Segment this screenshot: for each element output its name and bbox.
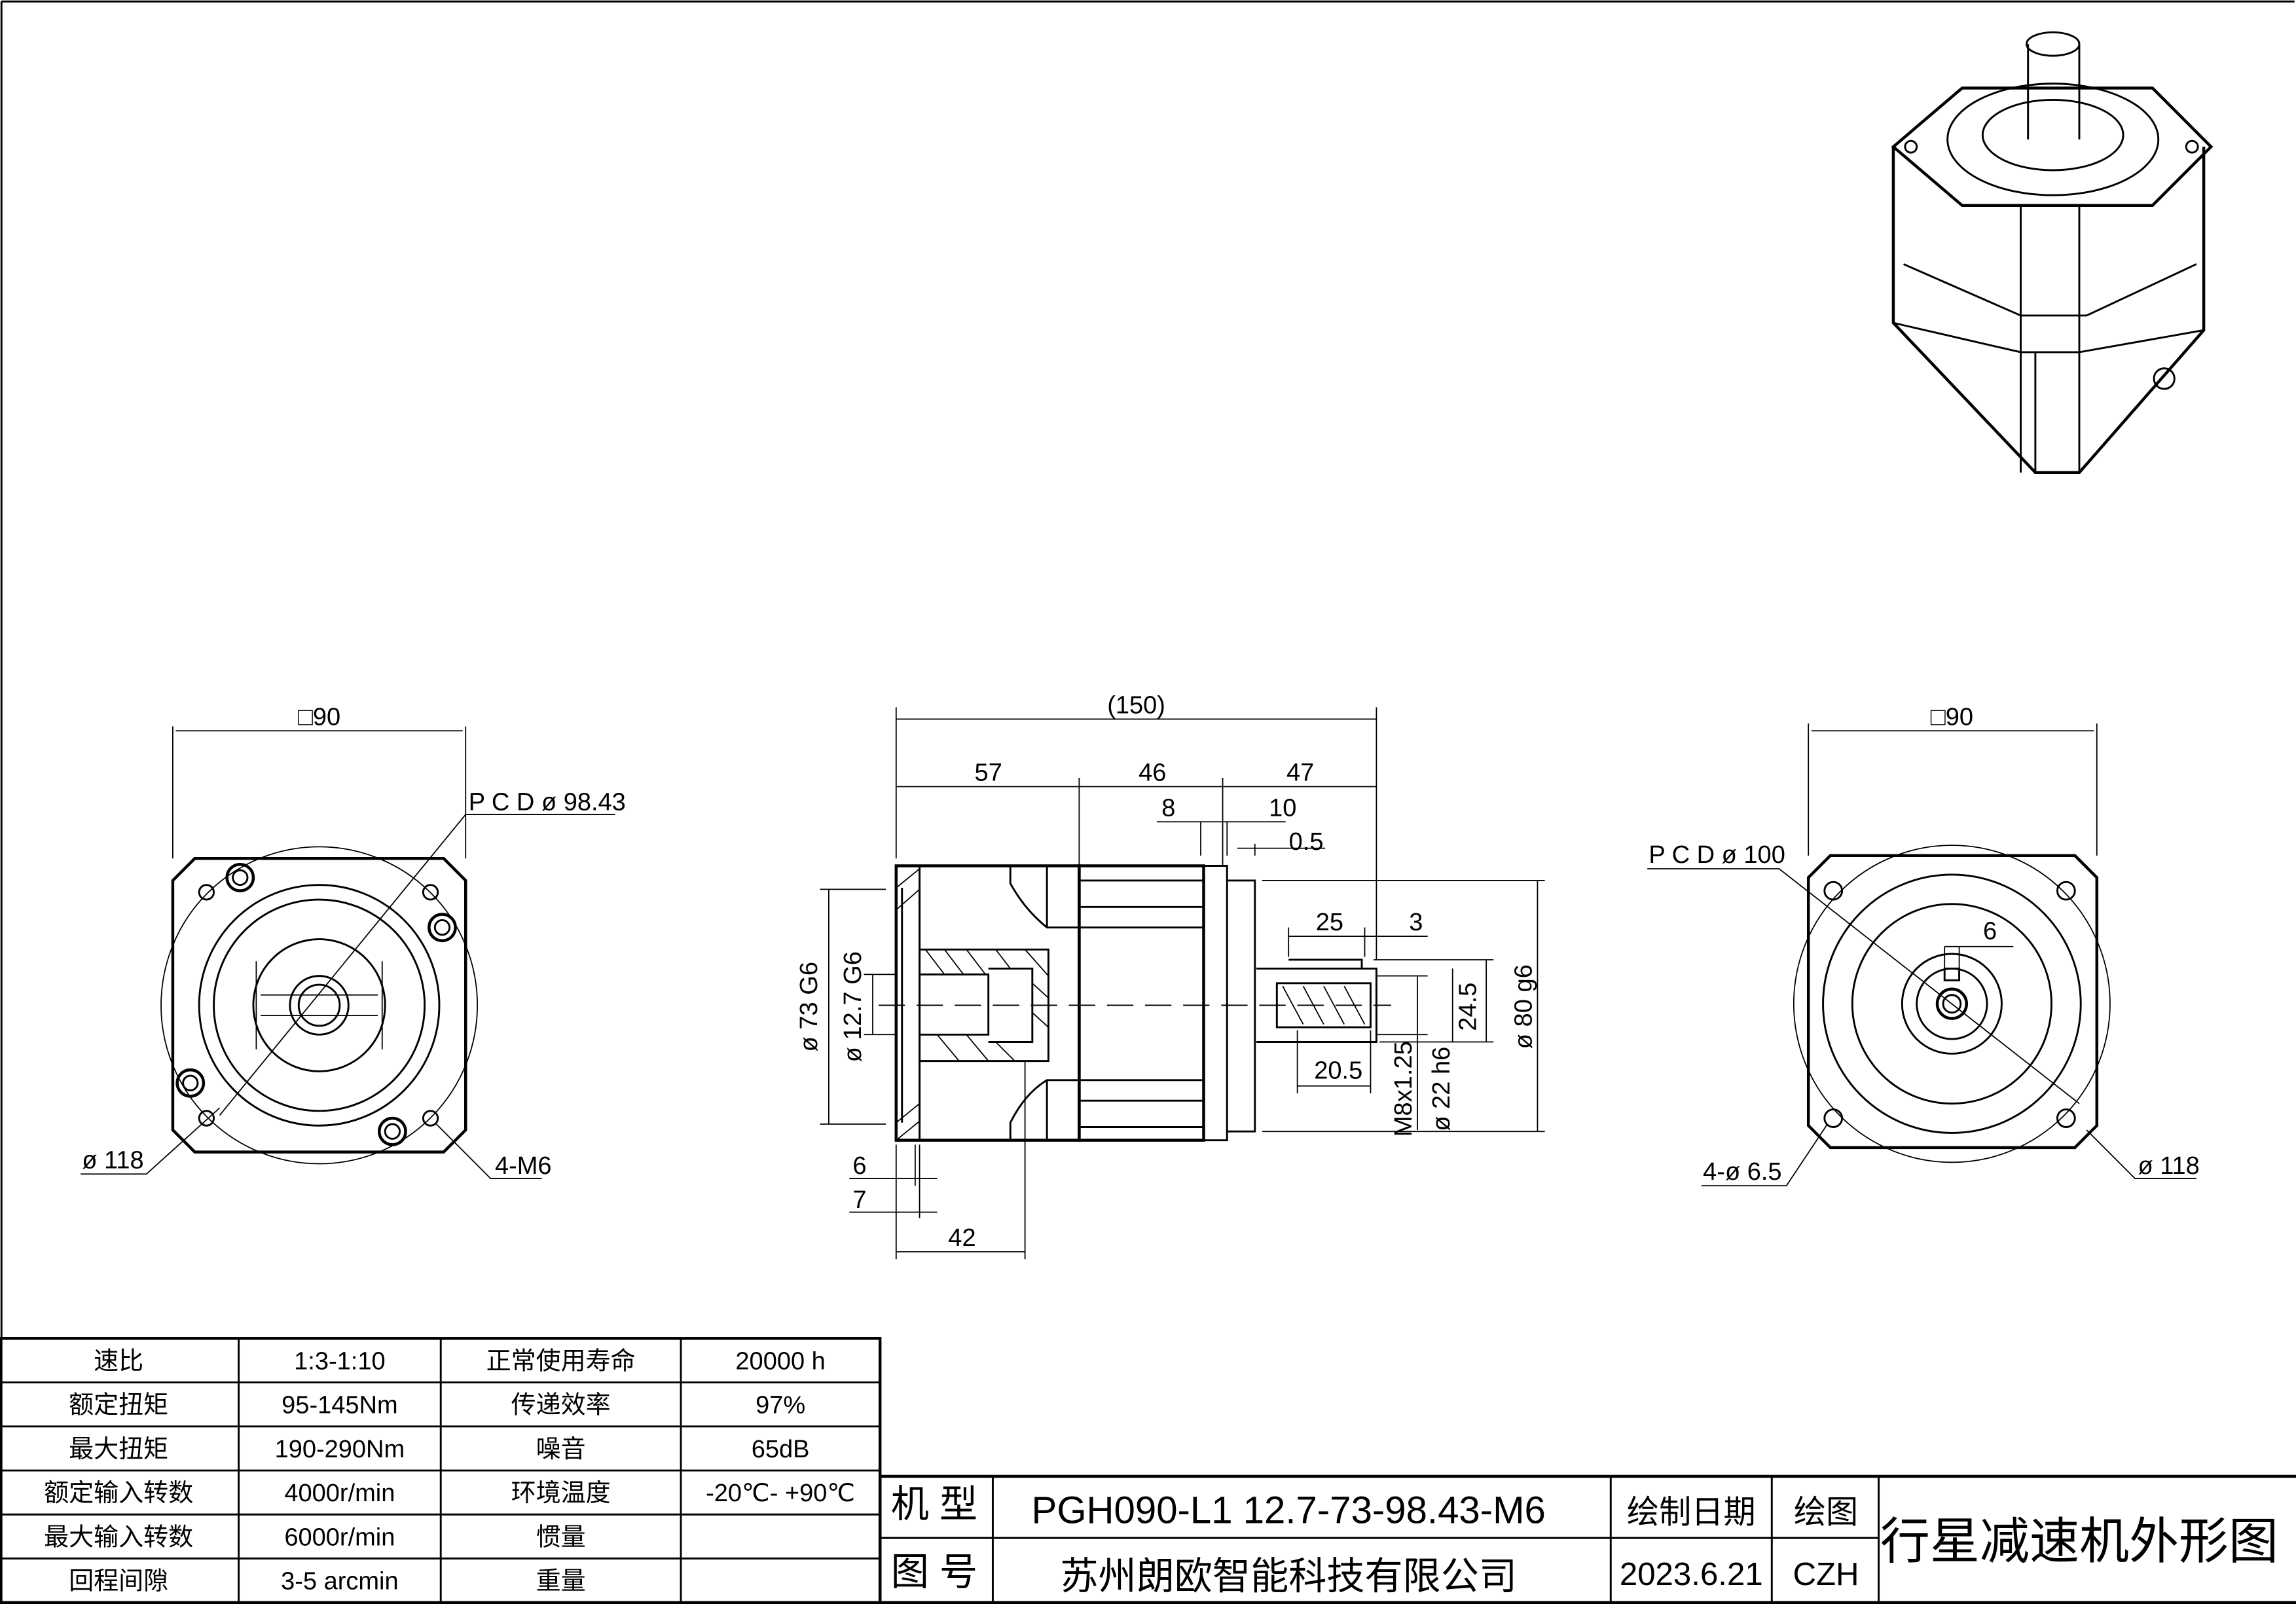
front-square-dim: □90: [298, 703, 340, 731]
date-value: 2023.6.21: [1620, 1556, 1763, 1592]
front-view: □90 P C D ø 98.43 ø 118 4-M6: [81, 703, 626, 1180]
front-outer-dia-dim: ø 118: [82, 1146, 143, 1174]
spec-param-label: 噪音: [536, 1436, 586, 1463]
rear-key-width-dim: 6: [1983, 918, 1997, 945]
spec-param-value: 4000r/min: [284, 1480, 395, 1507]
drawing-title: 行星减速机外形图: [1880, 1514, 2278, 1569]
rear-outer-dia-dim: ø 118: [2138, 1152, 2199, 1180]
spec-param-value: -20℃- +90℃: [706, 1480, 855, 1507]
spec-param-label: 传递效率: [511, 1392, 611, 1419]
date-label: 绘制日期: [1627, 1495, 1756, 1531]
model-label: 机 型: [891, 1484, 977, 1526]
spec-param-label: 回程间隙: [69, 1568, 168, 1595]
dim-bore-dia: ø 73 G6: [795, 962, 823, 1052]
company-name: 苏州朗欧智能科技有限公司: [1060, 1556, 1517, 1598]
drawing-no-label: 图 号: [891, 1551, 977, 1594]
isometric-view: [1891, 31, 2214, 475]
dim-input-dia: ø 12.7 G6: [839, 951, 867, 1062]
model-value: PGH090-L1 12.7-73-98.43-M6: [1032, 1489, 1546, 1532]
rear-holes-dim: 4-ø 6.5: [1703, 1158, 1781, 1186]
dim-8: 8: [1161, 794, 1175, 822]
drawer-value: CZH: [1793, 1556, 1859, 1592]
spec-param-value: 3-5 arcmin: [281, 1568, 399, 1595]
spec-param-label: 最大扭矩: [69, 1436, 168, 1463]
dim-key-25: 25: [1316, 909, 1343, 936]
spec-param-label: 额定输入转数: [44, 1480, 193, 1507]
dim-20-5: 20.5: [1314, 1057, 1362, 1084]
dim-0-5: 0.5: [1289, 828, 1324, 856]
dim-10: 10: [1269, 794, 1296, 822]
spec-param-label: 惯量: [536, 1523, 586, 1551]
dim-thread: M8x1.25: [1390, 1041, 1417, 1137]
spec-param-value: 20000 h: [735, 1347, 825, 1375]
spec-param-label: 额定扭矩: [69, 1392, 168, 1419]
title-block: 机 型 PGH090-L1 12.7-73-98.43-M6 图 号 苏州朗欧智…: [878, 1474, 2296, 1604]
spec-table: 速比 1:3-1:10 正常使用寿命 20000 h 额定扭矩 95-145Nm 传递效率 9…: [0, 1337, 882, 1604]
spec-param-label: 环境温度: [511, 1480, 611, 1507]
spec-param-value: 65dB: [752, 1436, 810, 1463]
dim-key-3: 3: [1409, 909, 1423, 936]
spec-param-value: 97%: [756, 1392, 805, 1419]
spec-param-label: 正常使用寿命: [486, 1347, 636, 1375]
spec-param-value: 6000r/min: [284, 1523, 395, 1551]
dim-pilot-dia: ø 80 g6: [1510, 964, 1538, 1049]
rear-pcd-dim: P C D ø 100: [1649, 841, 1785, 869]
mounting-holes: [175, 863, 457, 1146]
side-view: (150) 57 46 47 8 10 0.5 25 3 20.5 24.5 M…: [795, 691, 1545, 1260]
spec-param-value: 95-145Nm: [282, 1392, 397, 1419]
spec-param-value: 190-290Nm: [275, 1436, 405, 1463]
front-pcd-dim: P C D ø 98.43: [469, 788, 626, 816]
spec-param-label: 重量: [536, 1568, 586, 1595]
dim-46: 46: [1139, 759, 1166, 786]
drawer-label: 绘图: [1794, 1495, 1858, 1531]
dim-7: 7: [852, 1186, 866, 1214]
dim-47: 47: [1286, 759, 1314, 786]
spec-param-label: 速比: [94, 1347, 143, 1375]
rear-square-dim: □90: [1931, 703, 1973, 731]
spec-param-label: 最大输入转数: [44, 1523, 193, 1551]
dim-overall-150: (150): [1107, 691, 1165, 719]
front-holes-dim: 4-M6: [495, 1152, 552, 1180]
dim-57: 57: [975, 759, 1002, 786]
rear-view: □90 P C D ø 100 6 4-ø 6.5 ø 118: [1647, 703, 2200, 1187]
dim-42: 42: [948, 1224, 975, 1252]
spec-param-value: 1:3-1:10: [294, 1347, 385, 1375]
dim-6: 6: [852, 1152, 866, 1180]
dim-24-5: 24.5: [1455, 983, 1482, 1031]
dim-shaft-dia: ø 22 h6: [1428, 1047, 1455, 1131]
